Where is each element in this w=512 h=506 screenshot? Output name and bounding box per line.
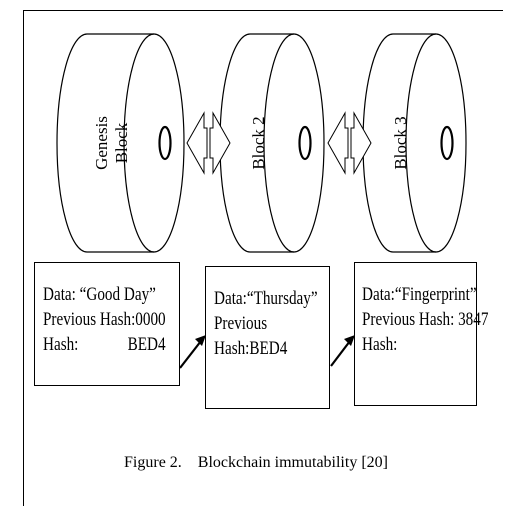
record-block-3-data: Data:“Fingerprint” bbox=[362, 285, 477, 305]
record-genesis-hash: Hash: BED4 bbox=[43, 333, 166, 358]
record-arrow-1-2 bbox=[179, 335, 206, 369]
double-arrow-2-3 bbox=[327, 111, 372, 175]
genesis-block-label-line2: Block bbox=[112, 122, 131, 163]
genesis-block-ring bbox=[158, 125, 172, 161]
block-2-ring bbox=[298, 125, 312, 161]
record-block-2-data: Data:“Thursday” bbox=[214, 289, 318, 309]
figure-frame-left-border bbox=[23, 10, 24, 506]
record-arrow-2-3 bbox=[330, 335, 355, 367]
figure-frame-top-border bbox=[23, 10, 503, 11]
record-box-genesis: Data: “Good Day” Previous Hash:0000 Hash… bbox=[34, 262, 180, 386]
record-box-block-2: Data:“Thursday” Previous Hash:BED4 bbox=[205, 266, 330, 409]
record-block-2-hash: Hash:BED4 bbox=[214, 339, 288, 359]
record-block-2-previous: Previous bbox=[214, 314, 268, 334]
record-genesis-data: Data: “Good Day” bbox=[43, 285, 156, 305]
genesis-block-label-line1: Genesis bbox=[92, 116, 111, 170]
block-2-cylinder: Block 2 bbox=[219, 33, 325, 253]
record-block-3-previous-hash: Previous Hash: 3847 bbox=[362, 310, 489, 330]
record-block-3-hash: Hash: bbox=[362, 335, 398, 355]
double-arrow-1-2 bbox=[186, 111, 231, 175]
record-genesis-hash-value: BED4 bbox=[127, 335, 166, 355]
block-3-label: Block 3 bbox=[391, 116, 410, 169]
record-genesis-previous-hash: Previous Hash:0000 bbox=[43, 310, 166, 330]
record-box-block-3: Data:“Fingerprint” Previous Hash: 3847 H… bbox=[354, 262, 489, 406]
record-genesis-hash-label: Hash: bbox=[43, 335, 79, 355]
figure-caption: Figure 2. Blockchain immutability [20] bbox=[124, 454, 388, 471]
block-3-cylinder: Block 3 bbox=[362, 33, 467, 253]
genesis-block-cylinder: Genesis Block bbox=[56, 33, 185, 253]
block-3-ring bbox=[440, 125, 454, 161]
block-2-label: Block 2 bbox=[249, 116, 268, 169]
